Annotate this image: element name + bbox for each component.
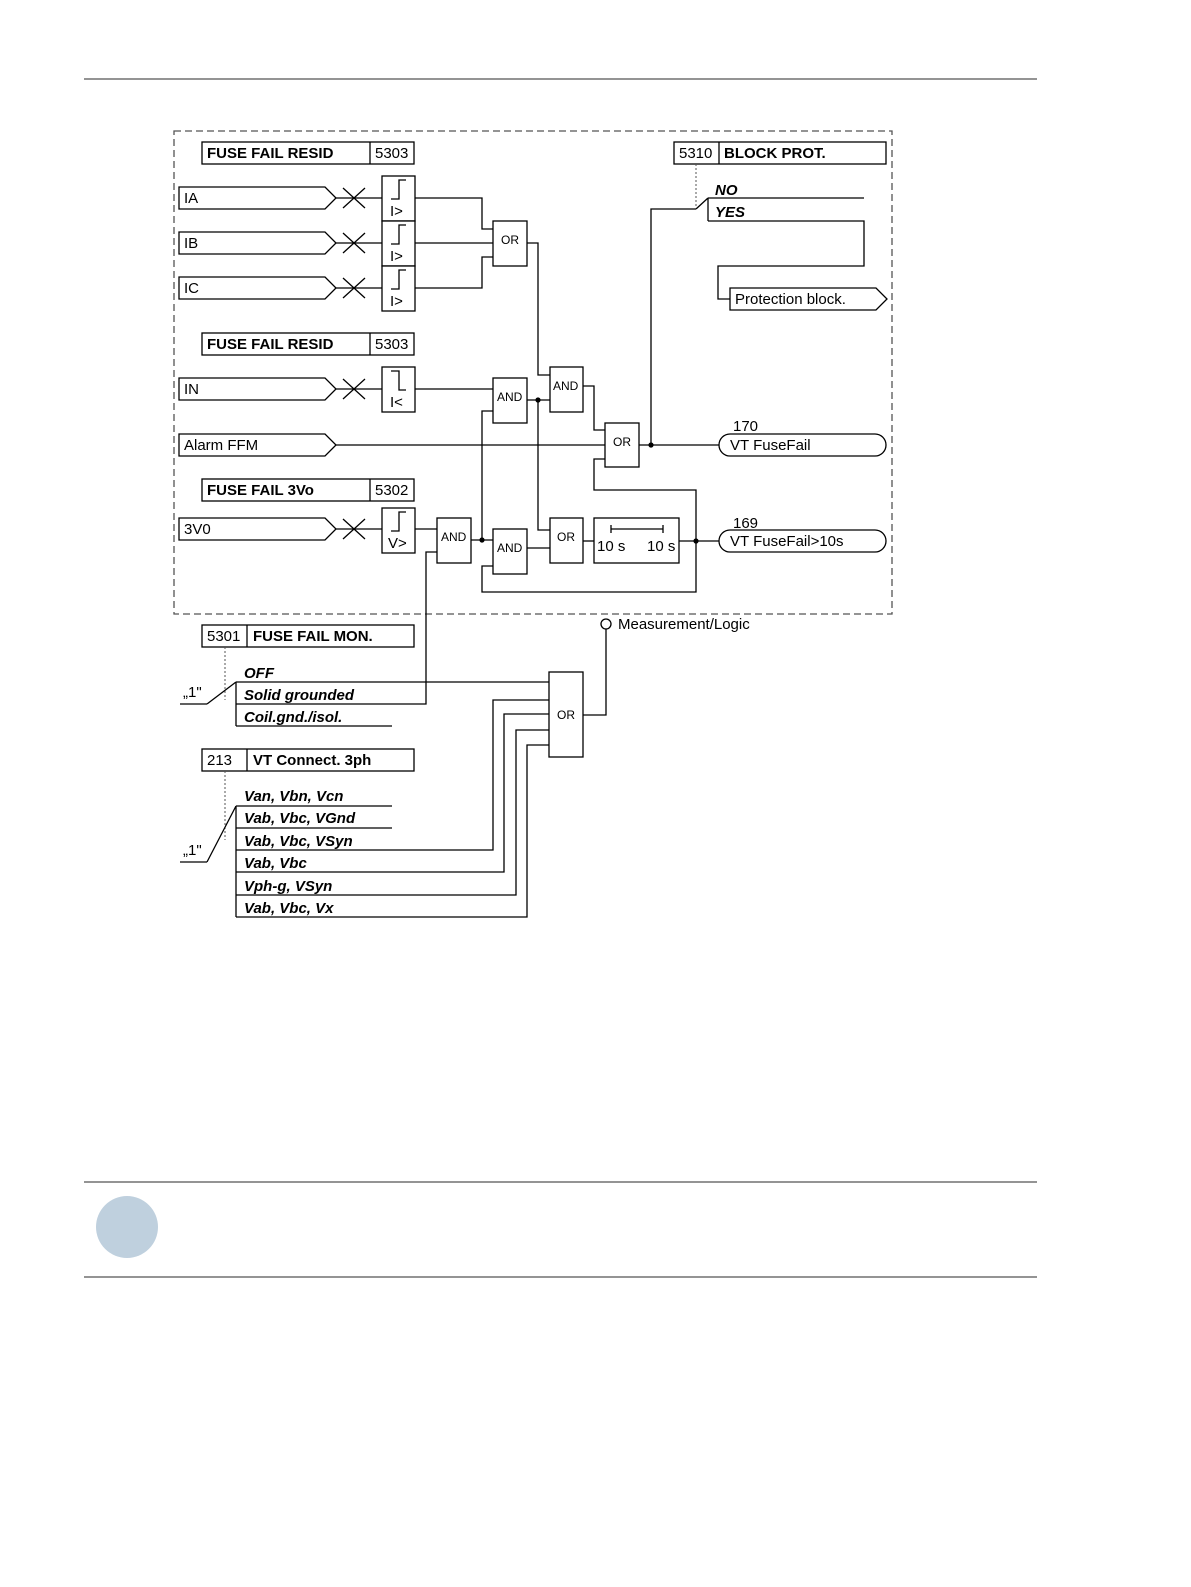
svg-text:AND: AND [497,541,523,555]
threshold-ib: I> [381,220,416,267]
threshold-ia: I> [381,175,416,222]
svg-text:AND: AND [553,379,579,393]
measurement-logic-connector: Measurement/Logic [600,616,750,633]
output-vt-fusefail-10s: 169 VT FuseFail>10s [718,515,887,553]
gate-or-timer: OR [549,517,584,564]
svg-text:Protection block.: Protection block. [735,291,846,308]
threshold-in: I< [381,366,416,413]
setting-address: 5302 [375,482,408,499]
input-ia: IA [178,186,337,210]
setting-vt-connect: 213 VT Connect. 3ph [201,748,415,772]
svg-text:OR: OR [557,530,575,544]
svg-text:OR: OR [613,435,631,449]
option-off: OFF [244,665,275,682]
svg-text:IN: IN [184,381,199,398]
option-vab-vbc-vgnd: Vab, Vbc, VGnd [244,810,356,827]
svg-text:V>: V> [388,535,407,552]
svg-text:AND: AND [497,390,523,404]
svg-text:I>: I> [390,203,403,220]
setting-fuse-fail-mon: 5301 FUSE FAIL MON. [201,624,415,648]
output-vt-fusefail: 170 VT FuseFail [718,418,887,457]
setting-label: FUSE FAIL RESID [207,336,334,353]
svg-text:IA: IA [184,190,198,207]
setting-fuse-fail-resid-2: FUSE FAIL RESID 5303 [201,332,415,356]
switch-mark: „1" [183,842,202,859]
gate-or-vt-connect: OR [548,671,584,758]
switch-mark: „1" [183,684,202,701]
svg-text:10 s: 10 s [597,538,625,555]
gate-or-fusefail: OR [604,422,640,468]
gate-and-latch: AND [492,528,528,575]
svg-text:Alarm FFM: Alarm FFM [184,437,258,454]
setting-fuse-fail-resid-1: FUSE FAIL RESID 5303 [201,141,415,165]
svg-text:I>: I> [390,248,403,265]
svg-text:OR: OR [557,708,575,722]
output-protection-block: Protection block. [729,287,888,311]
note-icon [96,1196,158,1258]
vt-connect-switch: „1" Van, Vbn, Vcn Vab, Vbc, VGnd Vab, Vb… [180,771,356,917]
option-vab-vbc-vx: Vab, Vbc, Vx [244,900,334,917]
setting-block-prot: 5310 BLOCK PROT. [673,141,887,165]
junction-dots [479,397,699,544]
timer-block: 10 s 10 s [593,517,680,564]
option-vab-vbc: Vab, Vbc [244,855,307,872]
gate-and-block: AND [549,366,584,413]
svg-text:IC: IC [184,280,199,297]
setting-label: FUSE FAIL 3Vo [207,482,314,499]
svg-text:10 s: 10 s [647,538,675,555]
message-number: 169 [733,515,758,532]
svg-text:VT FuseFail>10s: VT FuseFail>10s [730,533,844,550]
gate-and-3v0: AND [436,517,472,564]
input-in: IN [178,377,337,401]
svg-text:Measurement/Logic: Measurement/Logic [618,616,750,633]
setting-address: 213 [207,752,232,769]
option-vph-g-vsyn: Vph-g, VSyn [244,878,332,895]
svg-text:I<: I< [390,394,403,411]
svg-text:IB: IB [184,235,198,252]
fuse-fail-mon-switch: „1" OFF Solid grounded Coil.gnd./isol. [180,647,355,726]
setting-label: FUSE FAIL MON. [253,628,373,645]
svg-text:OR: OR [501,233,519,247]
svg-text:VT FuseFail: VT FuseFail [730,437,811,454]
setting-address: 5310 [679,145,712,162]
option-yes: YES [715,204,745,221]
setting-label: FUSE FAIL RESID [207,145,334,162]
option-van-vbn-vcn: Van, Vbn, Vcn [244,788,343,805]
option-no: NO [715,182,738,199]
option-solid-grounded: Solid grounded [244,687,355,704]
setting-label: BLOCK PROT. [724,145,826,162]
input-wires [336,187,382,540]
gate-or-phase-currents: OR [492,220,528,267]
threshold-ic: I> [381,265,416,312]
function-boundary [173,130,893,615]
setting-label: VT Connect. 3ph [253,752,371,769]
svg-text:3V0: 3V0 [184,521,211,538]
input-ic: IC [178,276,337,300]
input-alarm-ffm: Alarm FFM [178,433,337,457]
svg-text:I>: I> [390,293,403,310]
svg-text:AND: AND [441,530,467,544]
block-prot-switch: NO YES [695,164,745,221]
logic-wires [236,197,865,918]
option-coil-gnd-isol: Coil.gnd./isol. [244,709,342,726]
setting-address: 5303 [375,336,408,353]
gate-and-residual: AND [492,377,528,424]
option-vab-vbc-vsyn: Vab, Vbc, VSyn [244,833,353,850]
input-3v0: 3V0 [178,517,337,541]
input-ib: IB [178,231,337,255]
setting-fuse-fail-3vo: FUSE FAIL 3Vo 5302 [201,478,415,502]
setting-address: 5301 [207,628,240,645]
setting-address: 5303 [375,145,408,162]
threshold-3v0: V> [381,507,416,554]
message-number: 170 [733,418,758,435]
